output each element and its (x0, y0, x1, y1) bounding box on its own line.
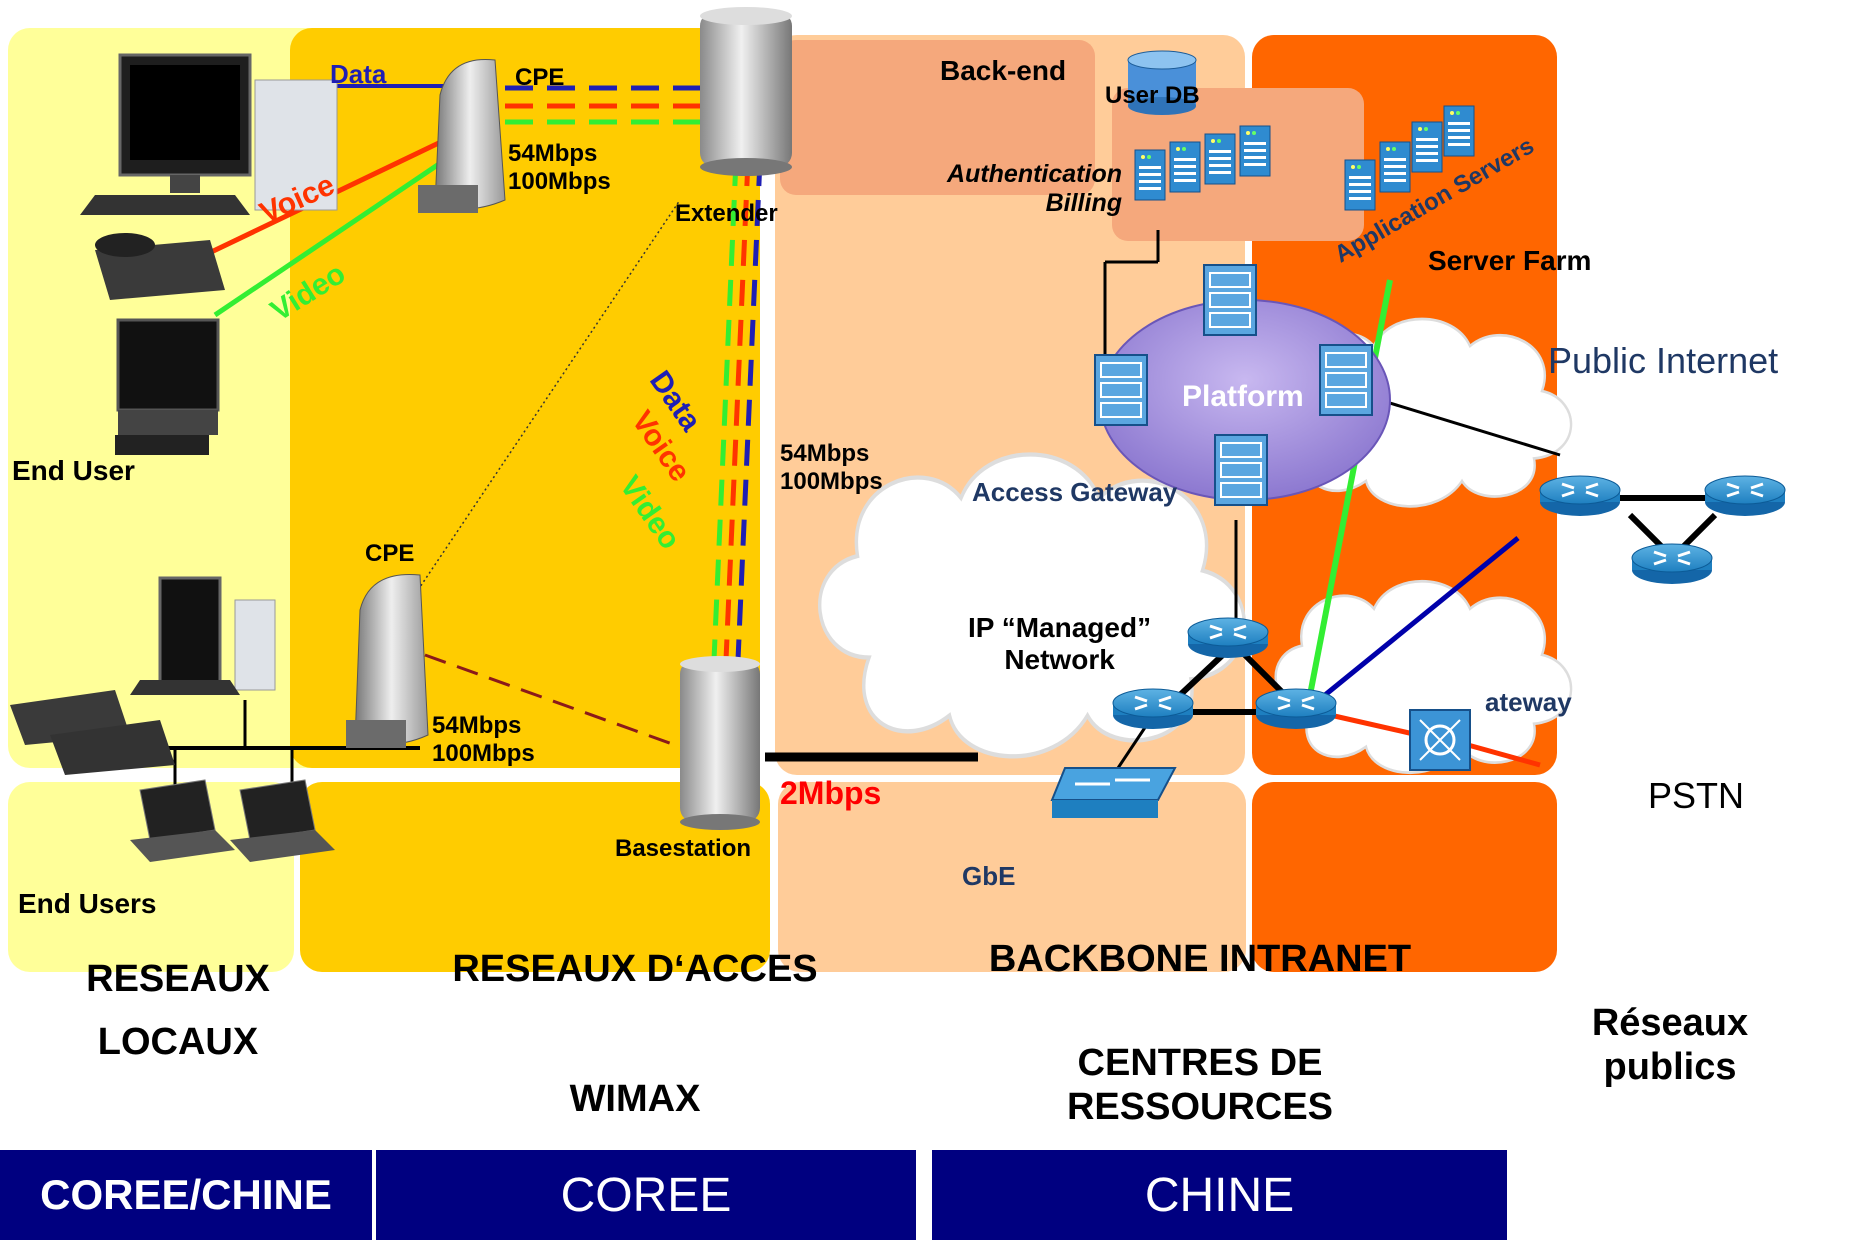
bottom-bar-chine-label: CHINE (1144, 1168, 1295, 1222)
gbe-label: GbE (962, 861, 1016, 891)
rate-bottom-label: 54Mbps 100Mbps (432, 712, 535, 767)
section-public (1252, 782, 1557, 972)
backend-label: Back-end (940, 55, 1067, 86)
server-icon (1443, 105, 1475, 157)
section-public-title: Réseaux publics (1591, 1002, 1749, 1088)
section-access-title: RESEAUX D‘ACCES (452, 948, 818, 990)
gateway-label: ateway (1485, 687, 1572, 717)
basestation-icon (680, 656, 760, 830)
switch-icon (1050, 767, 1177, 818)
server-icon (1379, 141, 1411, 193)
server-farm-label: Server Farm (1428, 245, 1592, 276)
server-icon (1411, 121, 1443, 173)
laptop-icon (230, 779, 335, 862)
cpe-antenna-icon (346, 573, 429, 748)
rate-2mbps-label: 2Mbps (780, 775, 882, 811)
gateway-icon (1409, 709, 1471, 771)
access-gateway-label: Access Gateway (972, 477, 1178, 507)
router-icon (1254, 687, 1338, 731)
server-icon (1203, 264, 1257, 336)
router-icon (1703, 474, 1787, 518)
backend-box (780, 40, 1095, 195)
section-access-subtitle: WIMAX (569, 1078, 701, 1120)
phone-icon (10, 690, 175, 775)
pc-icon (80, 53, 338, 215)
auth-billing-label: Authentication Billing (947, 160, 1122, 217)
server-icon (1214, 434, 1268, 506)
cpe-bottom-label: CPE (365, 540, 415, 567)
pc-icon (130, 576, 276, 695)
data-label: Data (330, 59, 387, 89)
basestation-icon (700, 7, 792, 176)
bottom-bar-chine: CHINE (932, 1150, 1507, 1240)
laptop-icon (130, 779, 235, 862)
rate-mid-label: 54Mbps 100Mbps (780, 440, 883, 495)
section-backbone (778, 782, 1246, 972)
end-user-label: End User (12, 455, 135, 486)
phone-icon (95, 233, 225, 300)
bottom-bar-coree-chine-label: COREE/CHINE (40, 1171, 332, 1218)
server-icon (1134, 149, 1166, 201)
section-local-title: RESEAUX LOCAUX (86, 958, 270, 1063)
tv-icon (115, 318, 220, 455)
pstn-label: PSTN (1648, 775, 1745, 816)
cpe-antenna-icon (418, 58, 506, 213)
public-internet-label: Public Internet (1548, 340, 1779, 381)
server-icon (1319, 344, 1373, 416)
database-icon (1127, 50, 1197, 115)
server-icon (1094, 354, 1148, 426)
ip-managed-label: IP “Managed” Network (968, 612, 1152, 676)
server-icon (1204, 133, 1236, 185)
section-backbone-subtitle: CENTRES DE RESSOURCES (1066, 1042, 1334, 1128)
router-icon (1186, 616, 1270, 660)
platform-label: Platform (1182, 380, 1304, 413)
rate-top-label: 54Mbps 100Mbps (508, 140, 611, 195)
cpe-top-label: CPE (515, 64, 565, 91)
end-users-label: End Users (18, 888, 157, 919)
bottom-bar-coree-label: COREE (560, 1168, 732, 1222)
basestation-label: Basestation (615, 835, 752, 862)
router-icon (1111, 687, 1195, 731)
server-icon (1239, 125, 1271, 177)
bottom-bar-coree: COREE (376, 1150, 916, 1240)
server-icon (1169, 141, 1201, 193)
section-backbone-title: BACKBONE INTRANET (988, 938, 1412, 980)
router-icon (1630, 542, 1714, 586)
bottom-bar-coree-chine: COREE/CHINE (0, 1150, 372, 1240)
server-icon (1344, 159, 1376, 211)
router-icon (1538, 474, 1622, 518)
extender-label: Extender (675, 200, 778, 227)
user-db-label: User DB (1105, 82, 1200, 109)
